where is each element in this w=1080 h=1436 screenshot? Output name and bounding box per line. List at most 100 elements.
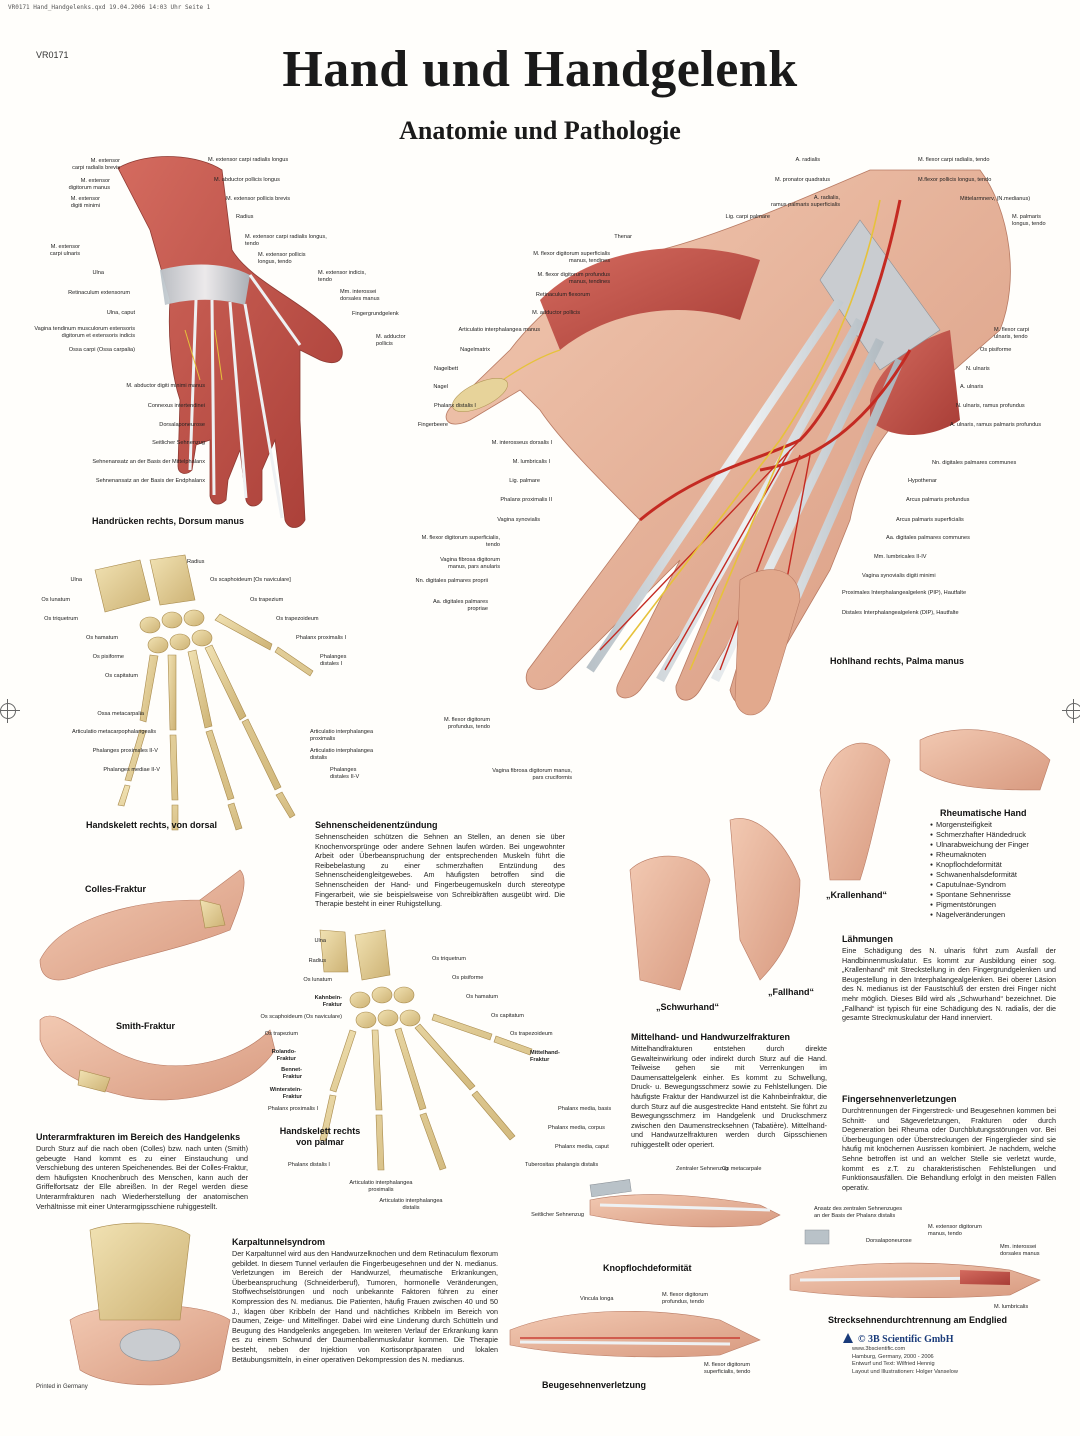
smith-caption: Smith-Fraktur bbox=[116, 1021, 176, 1031]
list-item: Knopflochdeformität bbox=[930, 860, 1070, 870]
palmar-hand-illustration bbox=[445, 169, 1011, 716]
label: M. adductor pollicis bbox=[532, 310, 580, 316]
karpaltunnel-title: Karpaltunnelsyndrom bbox=[232, 1237, 326, 1247]
label: M. extensor digiti minimi bbox=[70, 196, 100, 209]
label: Phalanges mediae II-V bbox=[103, 767, 160, 773]
label: M. extensor carpi ulnaris bbox=[49, 244, 80, 257]
brand: © 3B Scientific GmbH bbox=[858, 1334, 954, 1345]
label: Articulatio interphalangea distalis bbox=[310, 748, 374, 761]
label: Phalanx proximalis I bbox=[267, 1106, 318, 1112]
paralysis-text: Eine Schädigung des N. ulnaris führt zum… bbox=[842, 946, 1056, 1023]
label: M. lumbricalis bbox=[994, 1304, 1029, 1310]
label: Ansatz des zentralen Sehnenzuges an der … bbox=[814, 1206, 903, 1219]
dorsal-skeleton-illustration bbox=[94, 554, 314, 831]
label: Ulna, caput bbox=[106, 310, 135, 316]
label: Arcus palmaris profundus bbox=[906, 497, 970, 503]
label: M. pronator quadratus bbox=[774, 177, 830, 183]
label: Ossa metacarpalia bbox=[97, 711, 144, 717]
label: M. extensor carpi radialis longus bbox=[208, 157, 289, 163]
label: Bennet- Fraktur bbox=[281, 1067, 302, 1080]
label: Os triquetrum bbox=[432, 956, 466, 962]
label: Os metacarpale bbox=[722, 1166, 762, 1172]
label: M. flexor carpi ulnaris, tendo bbox=[994, 327, 1030, 340]
label: Vagina fibrosa digitorum manus, pars anu… bbox=[440, 557, 500, 570]
label: Phalanx distalis I bbox=[434, 403, 476, 409]
sehnenscheiden-text: Sehnenscheiden schützen die Sehnen an St… bbox=[315, 832, 565, 909]
label: Kahnbein- Fraktur bbox=[314, 995, 342, 1008]
label: M. extensor digitorum manus, tendo bbox=[928, 1224, 982, 1237]
rheuma-title: Rheumatische Hand bbox=[940, 808, 1027, 818]
list-item: Schwanenhalsdeformität bbox=[930, 870, 1070, 880]
dorsal-skeleton-caption: Handskelett rechts, von dorsal bbox=[86, 820, 218, 830]
label: Os scaphoideum [Os naviculare] bbox=[210, 577, 291, 583]
label: Hypothenar bbox=[908, 478, 937, 484]
label: Thenar bbox=[614, 234, 632, 240]
list-item: Nagelveränderungen bbox=[930, 910, 1070, 920]
fracture-forearms-illustration bbox=[39, 869, 276, 1101]
mittelhand-text: Mittelhandfrakturen entstehen durch dire… bbox=[631, 1044, 827, 1149]
label: Articulatio interphalangea proximalis bbox=[310, 729, 374, 742]
dorsal-caption: Handrücken rechts, Dorsum manus bbox=[92, 516, 245, 526]
list-item: Pigmentstörungen bbox=[930, 900, 1070, 910]
label: Lig. palmare bbox=[509, 478, 540, 484]
label: M. extensor indicis, tendo bbox=[318, 270, 366, 283]
list-item: Schmerzhafter Händedruck bbox=[930, 830, 1070, 840]
label: Vagina synovialis bbox=[497, 517, 540, 523]
palmar-skeleton-illustration bbox=[319, 929, 533, 1171]
label: M. extensor pollicis longus, tendo bbox=[258, 252, 306, 265]
page-subtitle: Anatomie und Pathologie bbox=[399, 116, 681, 145]
label: Os trapezoideum bbox=[510, 1031, 553, 1037]
dorsal-hand-illustration bbox=[117, 156, 343, 528]
label: Articulatio metacarpophalangealis bbox=[72, 729, 156, 735]
label: M. flexor carpi radialis, tendo bbox=[918, 157, 990, 163]
label: N. ulnaris bbox=[966, 366, 990, 372]
rheuma-list: Morgensteifigkeit Schmerzhafter Händedru… bbox=[930, 820, 1070, 920]
label: Connexus intertendinei bbox=[147, 403, 205, 409]
label: N. ulnaris, ramus profundus bbox=[956, 403, 1025, 409]
label: Phalanx distalis I bbox=[288, 1162, 330, 1168]
label: Articulatio interphalangea manus bbox=[458, 327, 540, 333]
label: Ulna bbox=[70, 577, 82, 583]
label: M. flexor digitorum profundus, tendo bbox=[662, 1292, 709, 1305]
label: Vincula longa bbox=[580, 1296, 614, 1302]
label: Os scaphoideum (Os naviculare) bbox=[260, 1014, 342, 1020]
label: M. flexor digitorum superficialis, tendo bbox=[704, 1362, 751, 1375]
krallenhand-caption: „Krallenhand“ bbox=[826, 890, 888, 900]
label: Phalanx proximalis I bbox=[296, 635, 347, 641]
label: Retinaculum extensorum bbox=[68, 290, 130, 296]
credit-line: Entwurf und Text: Wilfried Hennig bbox=[852, 1361, 935, 1368]
label: Nagelmatrix bbox=[460, 347, 490, 353]
label: Aa. digitales palmares propriae bbox=[432, 599, 488, 612]
list-item: Ulnarabweichung der Finger bbox=[930, 840, 1070, 850]
forearm-fractures-text: Durch Sturz auf die nach oben (Colles) b… bbox=[36, 1144, 248, 1211]
label: Phalanges distales II-V bbox=[330, 767, 360, 780]
label: Articulatio interphalangea distalis bbox=[379, 1198, 443, 1211]
label: Tuberositas phalangis distalis bbox=[525, 1162, 599, 1168]
label: Sehnenansatz an der Basis der Endphalanx bbox=[95, 478, 205, 484]
label: Nagel bbox=[433, 384, 448, 390]
label: Os triquetrum bbox=[44, 616, 78, 622]
credit-line: Hamburg, Germany, 2000 - 2006 bbox=[852, 1353, 934, 1360]
label: A. radialis bbox=[795, 157, 820, 163]
label: Phalanges distales I bbox=[320, 654, 347, 667]
forearm-fractures-title: Unterarmfrakturen im Bereich des Handgel… bbox=[36, 1132, 241, 1142]
label: Mittelhand- Fraktur bbox=[530, 1050, 560, 1063]
label: Proximales Interphalangealgelenk (PIP), … bbox=[842, 590, 967, 596]
label: Os capitatum bbox=[491, 1013, 524, 1019]
palmar-caption: Hohlhand rechts, Palma manus bbox=[830, 656, 965, 666]
label: Articulatio interphalangea proximalis bbox=[349, 1180, 413, 1193]
label: Phalanx media, basis bbox=[558, 1106, 612, 1112]
label: M. flexor digitorum profundus manus, ten… bbox=[537, 272, 610, 285]
label: Os trapezium bbox=[250, 597, 284, 603]
label: Seitlicher Sehnenzug bbox=[531, 1212, 584, 1218]
label: Os lunatum bbox=[41, 597, 70, 603]
credits: www.3bscientific.com Hamburg, Germany, 2… bbox=[852, 1346, 958, 1376]
list-item: Morgensteifigkeit bbox=[930, 820, 1070, 830]
label: Sehnenansatz an der Basis der Mittelphal… bbox=[92, 459, 205, 465]
paralysis-title: Lähmungen bbox=[842, 934, 893, 944]
label: Ulna bbox=[92, 270, 104, 276]
label: A. radialis, ramus palmaris superficiali… bbox=[770, 195, 840, 208]
printed-in: Printed in Germany bbox=[36, 1384, 88, 1390]
brand-logo-icon bbox=[843, 1333, 853, 1343]
label: Phalanges proximales II-V bbox=[92, 748, 158, 754]
